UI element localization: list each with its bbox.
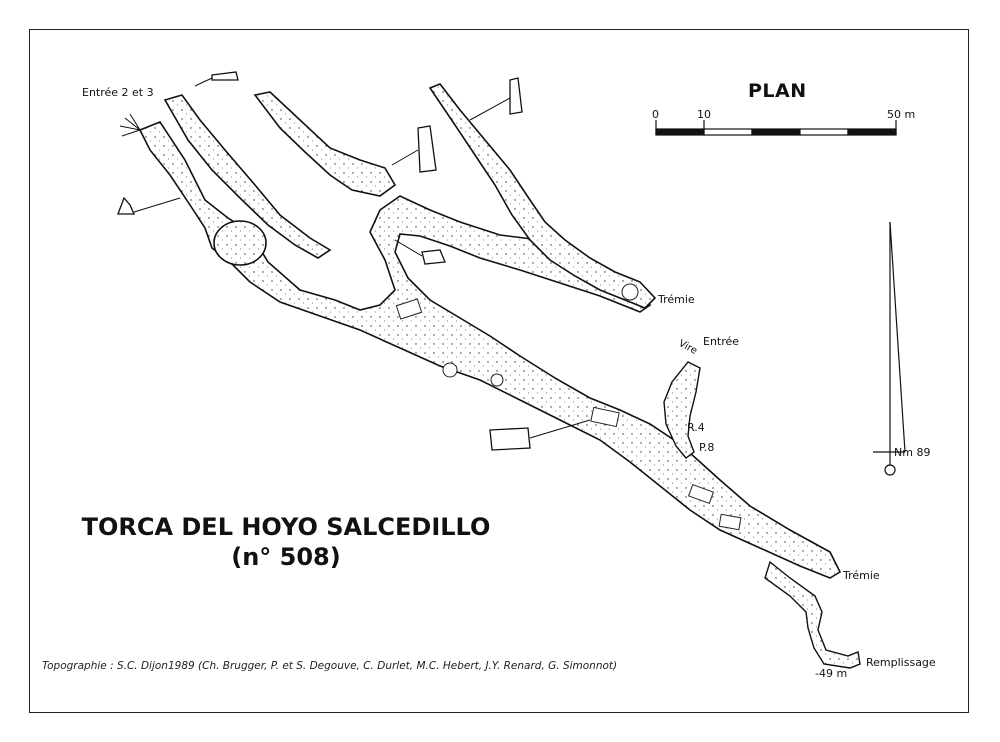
label-r4: R.4 xyxy=(687,421,705,434)
scale-tick-10: 10 xyxy=(697,108,711,121)
north-gallery xyxy=(163,94,332,259)
entrance-shaft xyxy=(663,361,701,459)
label-entree-2-3: Entrée 2 et 3 xyxy=(82,86,154,99)
north-label: Nm 89 xyxy=(894,446,931,459)
label-depth: -49 m xyxy=(815,667,848,680)
plan-heading: PLAN xyxy=(748,80,807,102)
title-line-1: TORCA DEL HOYO SALCEDILLO xyxy=(81,513,491,541)
map-title: TORCA DEL HOYO SALCEDILLO (n° 508) xyxy=(66,512,506,572)
survey-credit: Topographie : S.C. Dijon1989 (Ch. Brugge… xyxy=(42,660,618,672)
lower-passage xyxy=(764,560,861,669)
scale-tick-0: 0 xyxy=(652,108,659,121)
west-gallery xyxy=(138,121,842,579)
label-tremie-bottom: Trémie xyxy=(843,569,880,582)
middle-gallery xyxy=(253,91,397,197)
label-remplissage: Remplissage xyxy=(866,656,936,669)
section-top xyxy=(211,71,239,81)
section-mid xyxy=(421,249,446,265)
label-p8: P.8 xyxy=(699,441,715,454)
entrance-marker xyxy=(119,113,141,137)
label-entree: Entrée xyxy=(703,335,740,348)
label-tremie-top: Trémie xyxy=(658,293,695,306)
section-right1 xyxy=(417,125,437,173)
section-low xyxy=(489,427,531,451)
map-frame xyxy=(29,29,969,713)
section-right2 xyxy=(509,77,523,115)
north-arrow xyxy=(873,221,906,476)
title-line-2: (n° 508) xyxy=(231,543,341,571)
chamber-oval xyxy=(213,220,267,266)
section-entree23 xyxy=(117,196,136,215)
scale-bar xyxy=(655,120,897,136)
scale-tick-50: 50 m xyxy=(887,108,916,121)
